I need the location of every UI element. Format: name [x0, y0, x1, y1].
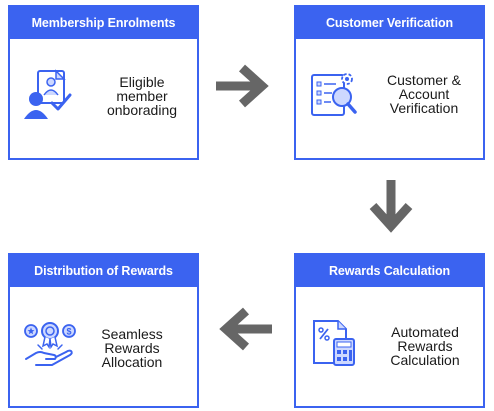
document-verification-icon	[304, 67, 360, 123]
card-description: Customer & Account Verification	[387, 72, 461, 116]
card-header: Rewards Calculation	[296, 255, 483, 287]
card-description: Eligible member onborading	[106, 74, 178, 118]
member-onboarding-icon	[22, 67, 78, 123]
arrow-left-icon	[218, 305, 276, 353]
card-header: Customer Verification	[296, 7, 483, 39]
card-description: Seamless Rewards Allocation	[101, 326, 163, 370]
card-customer-verification: Customer Verification Customer & Account…	[294, 5, 485, 160]
card-header: Membership Enrolments	[10, 7, 197, 39]
arrow-right-icon	[212, 62, 270, 110]
calculator-document-icon	[306, 315, 362, 371]
rewards-hand-icon: $	[22, 315, 78, 371]
card-distribution-of-rewards: Distribution of Rewards $ Seamless Rewar…	[8, 253, 199, 408]
card-membership-enrolments: Membership Enrolments Eligible member on…	[8, 5, 199, 160]
svg-text:$: $	[66, 327, 71, 337]
card-rewards-calculation: Rewards Calculation Automated Rewards Ca…	[294, 253, 485, 408]
card-header: Distribution of Rewards	[10, 255, 197, 287]
card-description: Automated Rewards Calculation	[390, 324, 460, 368]
arrow-down-icon	[367, 176, 415, 234]
